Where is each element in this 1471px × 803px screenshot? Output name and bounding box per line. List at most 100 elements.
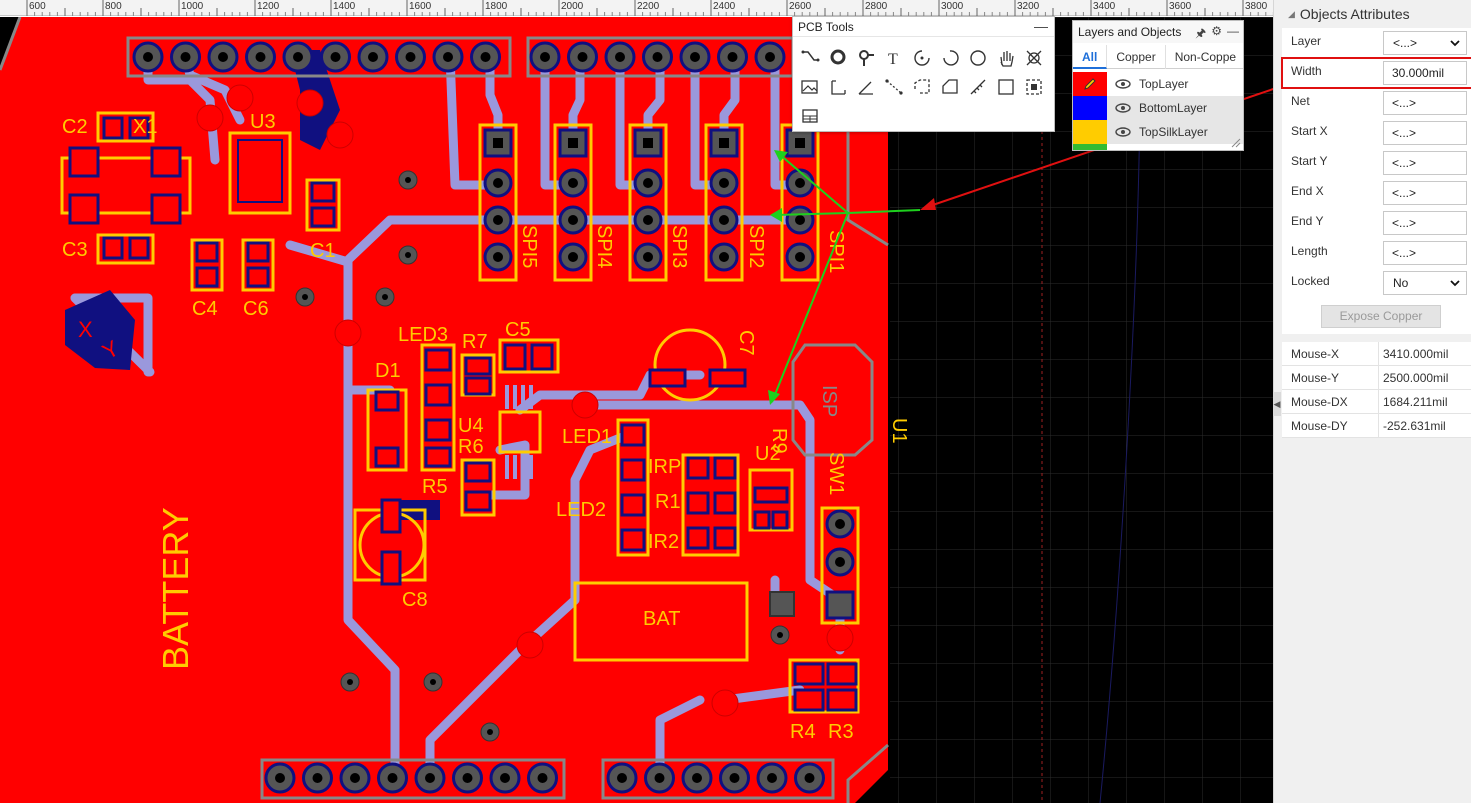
text-icon[interactable]: T (883, 47, 905, 69)
chevron-down-icon (1449, 272, 1461, 301)
attr-label: Layer (1291, 34, 1322, 48)
objects-attributes-header[interactable]: ◢ Objects Attributes (1282, 4, 1462, 24)
silk-label: SW1 (825, 452, 847, 495)
circle-arc-icon[interactable] (939, 47, 961, 69)
minimize-icon[interactable]: — (1034, 18, 1048, 34)
eye-icon[interactable] (1115, 127, 1133, 137)
pin-icon[interactable]: 🖈 (1195, 26, 1207, 40)
mouse-info-value: 2500.000mil (1383, 371, 1449, 385)
layer-name: TopSilkLayer (1139, 125, 1208, 139)
layer-select[interactable]: <...> (1383, 31, 1467, 55)
layers-and-objects-panel[interactable]: Layers and Objects 🖈 ⚙ — All Copper Non-… (1072, 20, 1244, 151)
table-icon[interactable] (799, 105, 821, 127)
chevron-down-icon (1449, 32, 1461, 61)
silk-label: R9 (768, 428, 790, 454)
width-input[interactable]: 30.000mil (1383, 61, 1467, 85)
pan-hand-icon[interactable] (995, 47, 1017, 69)
panel-collapse-handle[interactable]: ◀ (1273, 392, 1281, 416)
layer-color-swatch[interactable] (1073, 72, 1107, 96)
silk-label: IR2 (648, 531, 679, 553)
mouse-info-value: 1684.211mil (1383, 395, 1448, 409)
eye-icon[interactable] (1115, 103, 1133, 113)
pcb-tools-panel[interactable]: PCB Tools — T (792, 16, 1055, 132)
rectangle-icon[interactable] (995, 76, 1017, 98)
ruler-label: 2200 (637, 1, 660, 12)
resize-grip-icon[interactable] (1231, 138, 1241, 148)
measure-icon[interactable] (967, 76, 989, 98)
layer-row-topsilklayer[interactable]: TopSilkLayer (1073, 120, 1243, 144)
length-input[interactable]: <...> (1383, 241, 1467, 265)
net-input[interactable]: <...> (1383, 91, 1467, 115)
end-y-input[interactable]: <...> (1383, 211, 1467, 235)
end-x-input[interactable]: <...> (1383, 181, 1467, 205)
dimension-icon[interactable] (827, 76, 849, 98)
header-pin-hole (652, 52, 663, 62)
solid-region-icon[interactable] (911, 76, 933, 98)
start-x-input[interactable]: <...> (1383, 121, 1467, 145)
via-icon[interactable] (855, 47, 877, 69)
gear-icon[interactable]: ⚙ (1211, 24, 1222, 38)
image-icon[interactable] (799, 76, 821, 98)
minimize-icon[interactable]: — (1227, 24, 1239, 38)
silk-label: C3 (62, 239, 88, 261)
angle-icon[interactable] (855, 76, 877, 98)
attr-label: Locked (1291, 274, 1330, 288)
silk-label: R7 (462, 331, 488, 353)
track-icon[interactable] (799, 47, 821, 69)
group-icon[interactable] (1023, 76, 1045, 98)
attr-row-end-x: End X<...> (1282, 178, 1471, 208)
circle-icon[interactable] (967, 47, 989, 69)
tab-copper[interactable]: Copper (1107, 45, 1166, 69)
attr-label: End Y (1291, 214, 1324, 228)
attr-row-start-y: Start Y<...> (1282, 148, 1471, 178)
spi-square-pad[interactable] (785, 128, 815, 158)
eye-icon[interactable] (1115, 79, 1133, 89)
tab-non-copper[interactable]: Non-Coppe (1166, 45, 1243, 69)
start-y-input[interactable]: <...> (1383, 151, 1467, 175)
arc-icon[interactable] (911, 47, 933, 69)
header-pin-hole (255, 52, 266, 62)
silk-label: C5 (505, 319, 531, 341)
header-pin-hole (462, 773, 473, 783)
spi-pin-hole (643, 215, 653, 225)
mouse-info-label: Mouse-X (1291, 347, 1340, 361)
spi-pin-hole (719, 178, 729, 188)
silk-label: U1 (888, 418, 910, 444)
spi-pin-hole (493, 252, 503, 262)
layer-name: BottomLayer (1139, 101, 1208, 115)
tab-all[interactable]: All (1073, 45, 1108, 69)
spi-pin-hole (719, 252, 729, 262)
silk-label: BAT (643, 608, 680, 630)
locked-select[interactable]: No (1383, 271, 1467, 295)
silk-label: U4 (458, 415, 484, 437)
pad-icon[interactable] (827, 47, 849, 69)
silk-label: BATTERY (155, 507, 196, 670)
layer-row-toplayer[interactable]: TopLayer (1073, 72, 1243, 96)
attr-value: <...> (1392, 186, 1417, 200)
board-outline-icon[interactable] (939, 76, 961, 98)
silk-label: SPI1 (825, 230, 847, 273)
spi-square-pad[interactable] (558, 128, 588, 158)
header-pin-hole (480, 52, 491, 62)
layer-color-swatch[interactable] (1073, 120, 1107, 144)
spi-pad-hole (493, 138, 503, 148)
silk-label: LED3 (398, 324, 448, 346)
no-connect-icon[interactable] (1023, 47, 1045, 69)
collapse-triangle-icon[interactable]: ◢ (1288, 8, 1295, 19)
layer-row-bottomlayer[interactable]: BottomLayer (1073, 96, 1243, 120)
expose-copper-button[interactable]: Expose Copper (1321, 305, 1441, 328)
spi-pin-hole (493, 215, 503, 225)
switch-square-pad[interactable] (825, 590, 855, 620)
attr-label: Length (1291, 244, 1328, 258)
layer-color-swatch[interactable] (1073, 96, 1107, 120)
connection-icon[interactable] (883, 76, 905, 98)
header-pin-hole (654, 773, 665, 783)
spi-pad-hole (719, 138, 729, 148)
header-pin-hole (577, 52, 588, 62)
layer-tabs: All Copper Non-Coppe (1073, 45, 1243, 69)
attr-value: <...> (1392, 126, 1417, 140)
layers-panel-title: Layers and Objects (1073, 21, 1243, 43)
